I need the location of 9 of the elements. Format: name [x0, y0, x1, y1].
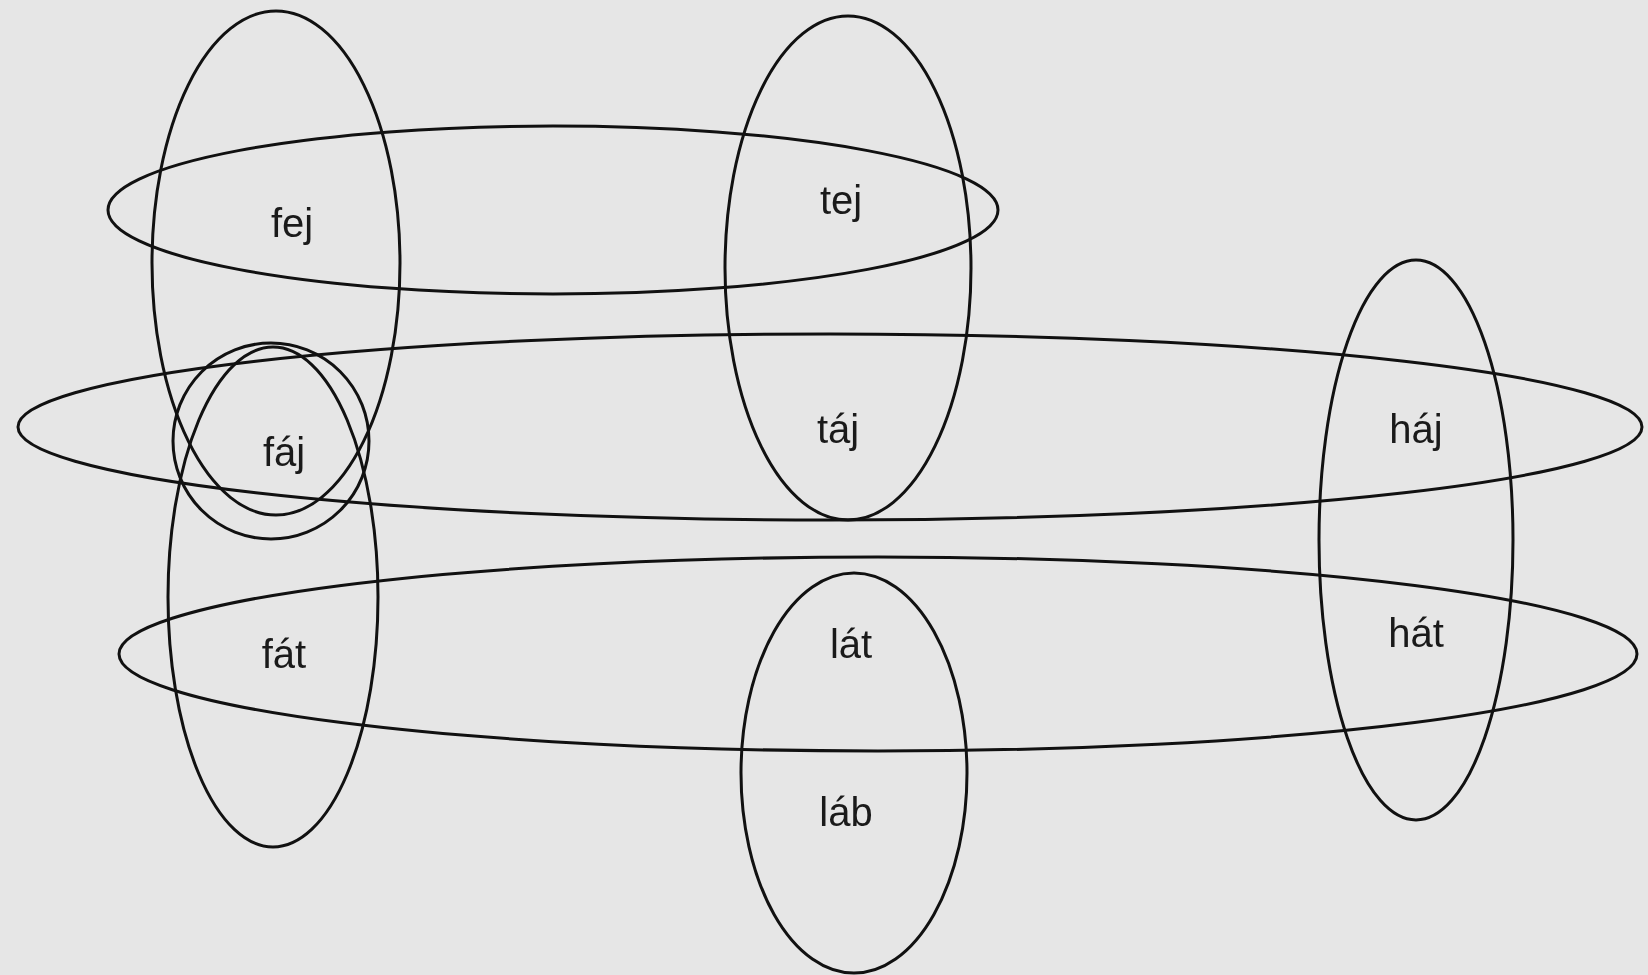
word-label: táj — [816, 409, 860, 449]
word-label: lát — [829, 624, 873, 664]
word-label: fáj — [262, 432, 306, 472]
word-label: fát — [261, 634, 307, 674]
word-label: tej — [819, 180, 863, 220]
word-label: fej — [270, 203, 314, 243]
word-label: háj — [1389, 409, 1443, 449]
word-label: hát — [1388, 613, 1444, 653]
word-label: láb — [819, 792, 873, 832]
